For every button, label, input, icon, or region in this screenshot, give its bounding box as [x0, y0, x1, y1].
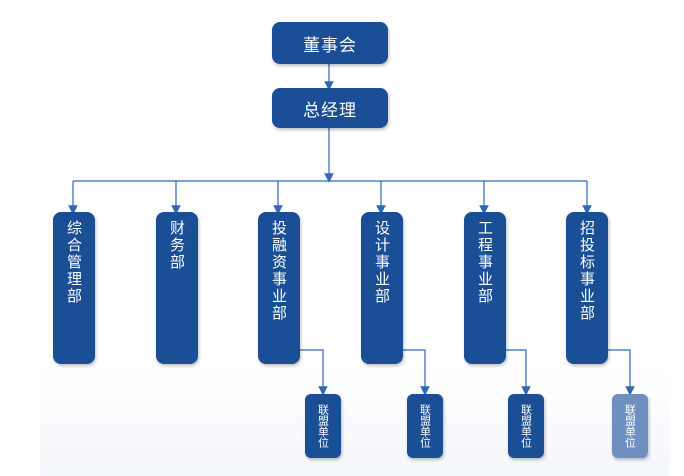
affiliate-box: 联盟单位	[508, 394, 544, 458]
connector-affiliate-4	[606, 349, 635, 396]
affiliate-box: 联盟单位	[612, 394, 648, 458]
department-box: 财务部	[156, 212, 198, 364]
connector-affiliate-1	[298, 349, 328, 396]
department-label: 招投标事业部	[578, 220, 596, 322]
affiliate-box: 联盟单位	[407, 394, 443, 458]
department-box: 工程事业部	[464, 212, 506, 364]
connector-affiliate-3	[504, 349, 531, 396]
department-box: 招投标事业部	[566, 212, 608, 364]
affiliate-label: 联盟单位	[519, 404, 533, 448]
department-box: 设计事业部	[361, 212, 403, 364]
department-label: 财务部	[168, 220, 186, 271]
department-label: 投融资事业部	[270, 220, 288, 322]
board-box: 董事会	[272, 22, 388, 64]
department-label: 工程事业部	[476, 220, 494, 305]
board-label: 董事会	[303, 35, 357, 56]
connector-affiliate-2	[400, 349, 430, 396]
affiliate-label: 联盟单位	[316, 404, 330, 448]
affiliate-box: 联盟单位	[305, 394, 341, 458]
department-box: 投融资事业部	[258, 212, 300, 364]
affiliate-label: 联盟单位	[623, 404, 637, 448]
background-wash	[40, 366, 670, 476]
department-label: 设计事业部	[373, 220, 391, 305]
department-box: 综合管理部	[53, 212, 95, 364]
department-label: 综合管理部	[65, 220, 83, 305]
general-manager-label: 总经理	[303, 100, 357, 121]
general-manager-box: 总经理	[272, 88, 388, 128]
affiliate-label: 联盟单位	[418, 404, 432, 448]
